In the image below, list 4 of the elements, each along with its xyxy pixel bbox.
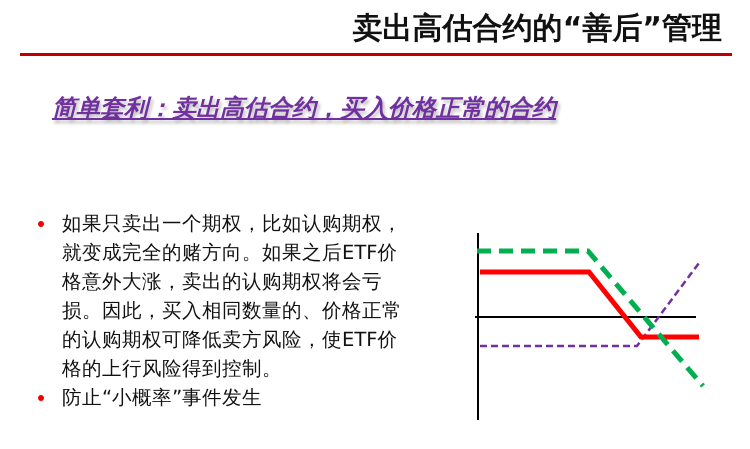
bullet-text: 如果只卖出一个期权，比如认购期权，就变成完全的赌方向。如果之后ETF价格意外大涨，卖出的认购期权将会亏损。因此，买入相同数量的、价格正常的认购期权可降低卖方风险，使ETF价格的上行风险得到控制。: [62, 211, 403, 382]
slide-title: 卖出高估合约的“善后”管理: [352, 10, 722, 48]
bullet-text: 防止“小概率”事件发生: [62, 385, 264, 411]
subtitle: 简单套利：卖出高估合约，买入价格正常的合约: [52, 92, 556, 124]
